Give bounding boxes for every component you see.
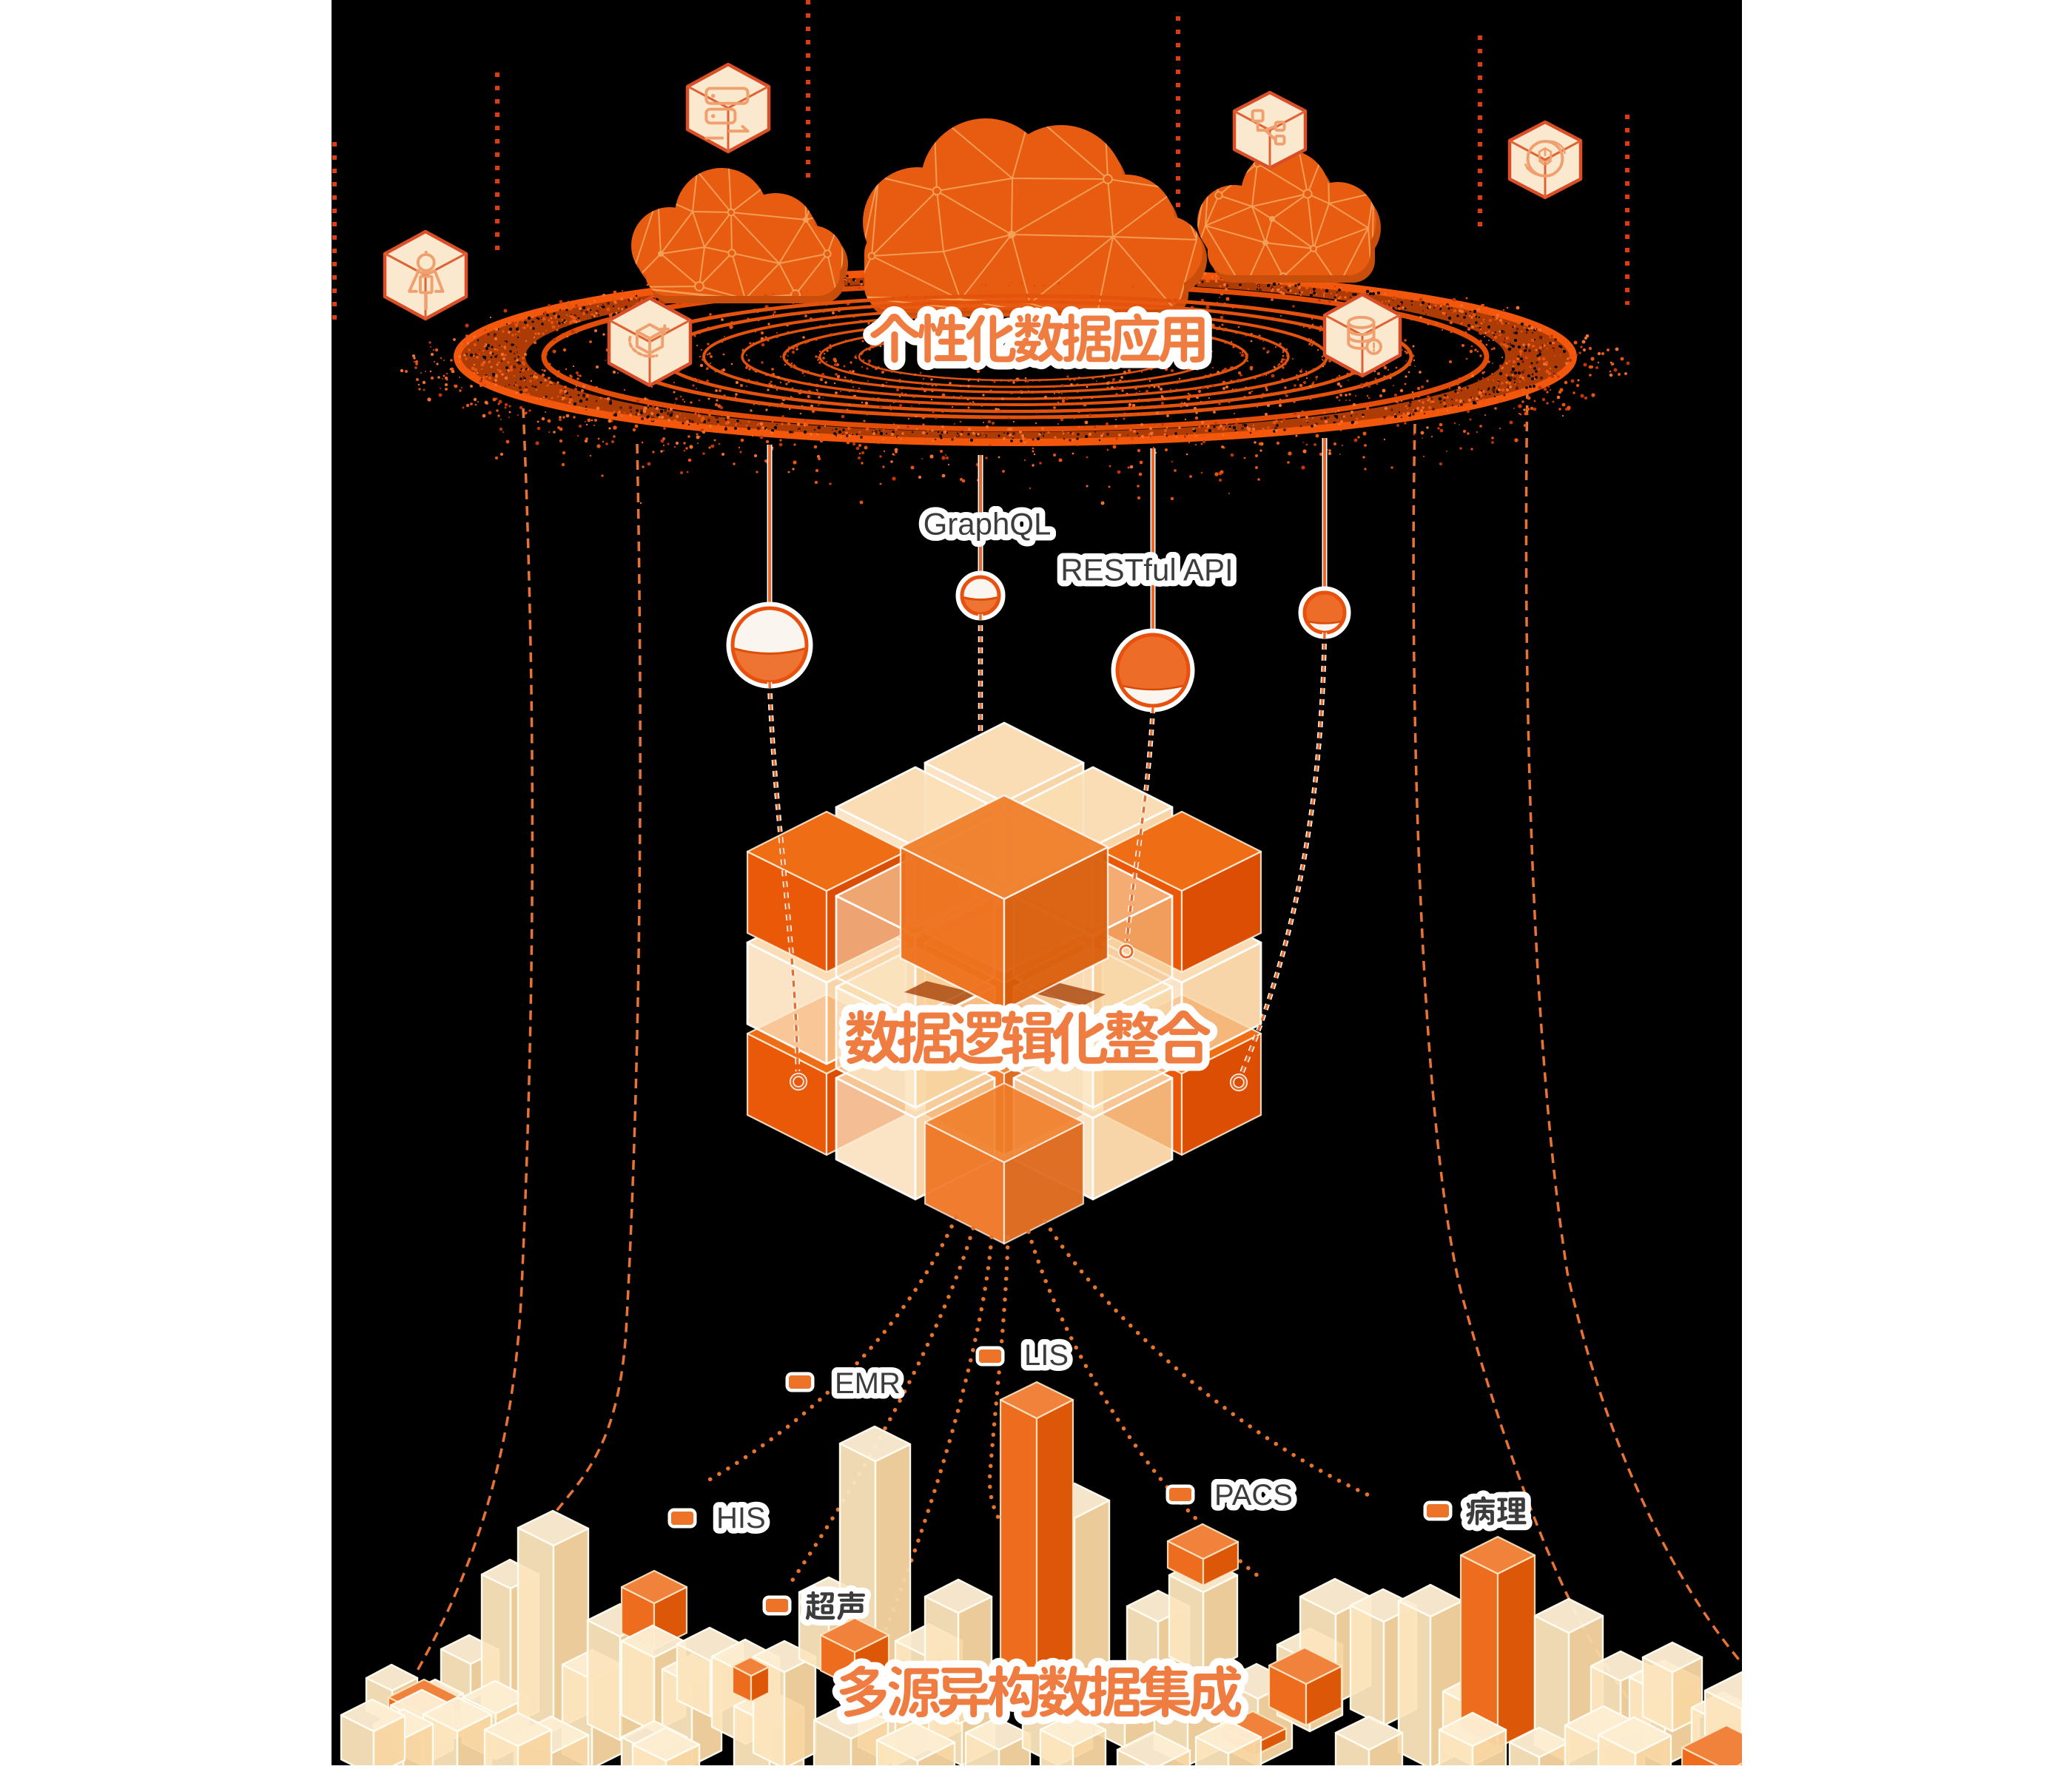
svg-text:PACS: PACS [1214, 1479, 1293, 1512]
svg-text:EMR: EMR [835, 1367, 901, 1400]
svg-text:GraphQL: GraphQL [924, 507, 1052, 542]
svg-text:HIS: HIS [716, 1502, 766, 1534]
svg-text:LIS: LIS [1024, 1339, 1069, 1372]
svg-text:RESTful API: RESTful API [1060, 553, 1233, 587]
